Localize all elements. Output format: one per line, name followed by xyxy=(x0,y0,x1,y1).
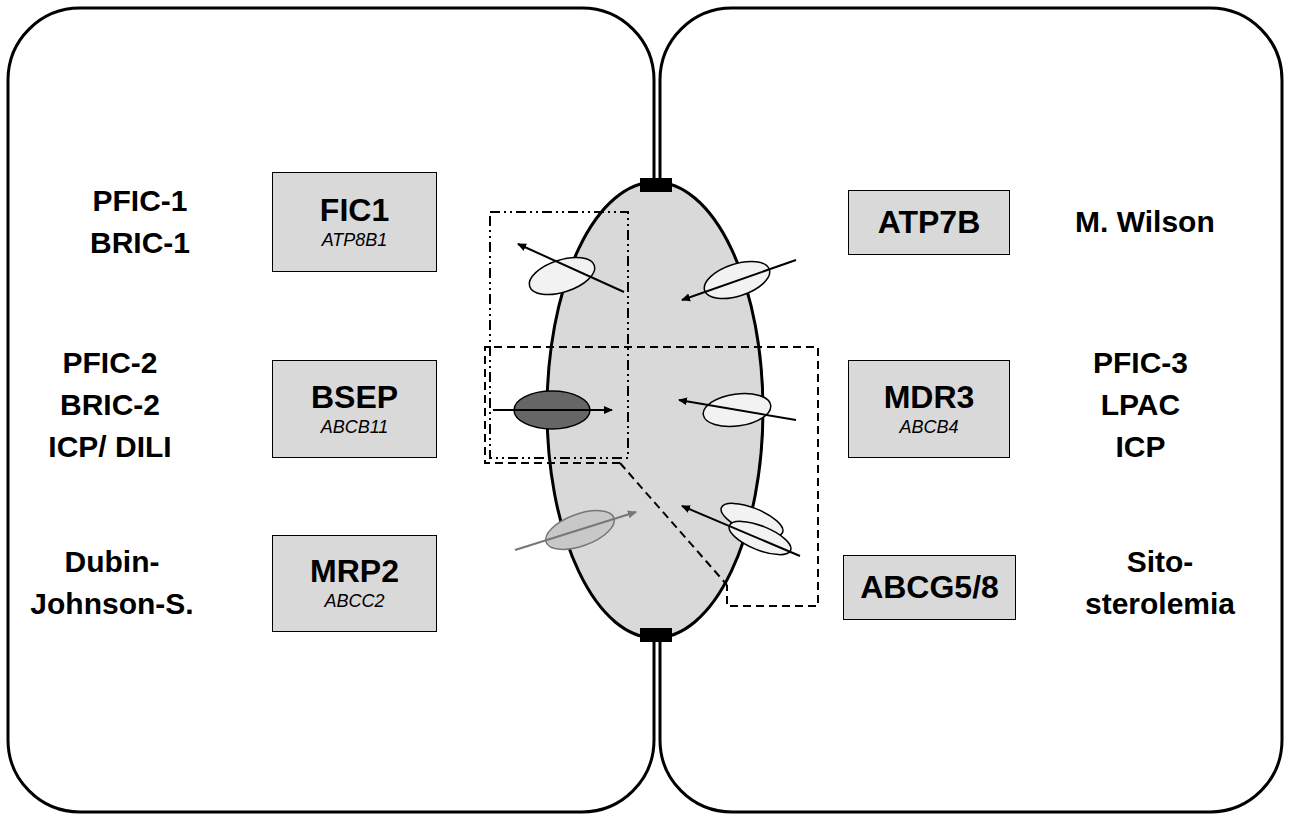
fic1-transporter xyxy=(518,244,624,302)
abcg5-8-box: ABCG5/8 xyxy=(843,555,1016,620)
disease-label: PFIC-3 LPAC ICP xyxy=(1083,342,1198,468)
disease-label: Sito- sterolemia xyxy=(1075,541,1245,625)
atp7b-box: ATP7B xyxy=(848,190,1010,255)
abcg5-8-transporter xyxy=(682,497,800,562)
mdr3-transporter xyxy=(679,389,796,430)
disease-label: M. Wilson xyxy=(1075,201,1215,243)
gene-name: ATP8B1 xyxy=(322,229,388,252)
disease-label: Dubin- Johnson-S. xyxy=(17,541,207,625)
disease-label: PFIC-1 BRIC-1 xyxy=(80,180,200,264)
gene-name: ABCB11 xyxy=(321,416,389,439)
bsep-transporter xyxy=(493,391,612,429)
protein-name: ATP7B xyxy=(878,204,981,241)
disease-label: PFIC-2 BRIC-2 ICP/ DILI xyxy=(35,342,185,468)
mrp2-transporter xyxy=(515,503,636,558)
mrp2-box: MRP2ABCC2 xyxy=(272,535,437,632)
protein-name: ABCG5/8 xyxy=(860,569,999,606)
gene-name: ABCC2 xyxy=(324,590,384,613)
gene-name: ABCB4 xyxy=(899,416,958,439)
left-cell xyxy=(8,8,654,812)
protein-name: MDR3 xyxy=(884,379,975,416)
atp7b-transporter xyxy=(682,254,796,305)
protein-name: FIC1 xyxy=(320,192,389,229)
tight-junction xyxy=(640,178,672,192)
protein-name: BSEP xyxy=(311,379,398,416)
mdr3-box: MDR3ABCB4 xyxy=(848,360,1010,458)
protein-name: MRP2 xyxy=(310,553,399,590)
right-cell xyxy=(660,8,1282,812)
bsep-box: BSEPABCB11 xyxy=(272,360,437,458)
tight-junction xyxy=(640,628,672,642)
dashed-frame xyxy=(485,347,818,606)
fic1-box: FIC1ATP8B1 xyxy=(272,172,437,272)
dash-dot-frame xyxy=(490,212,628,458)
